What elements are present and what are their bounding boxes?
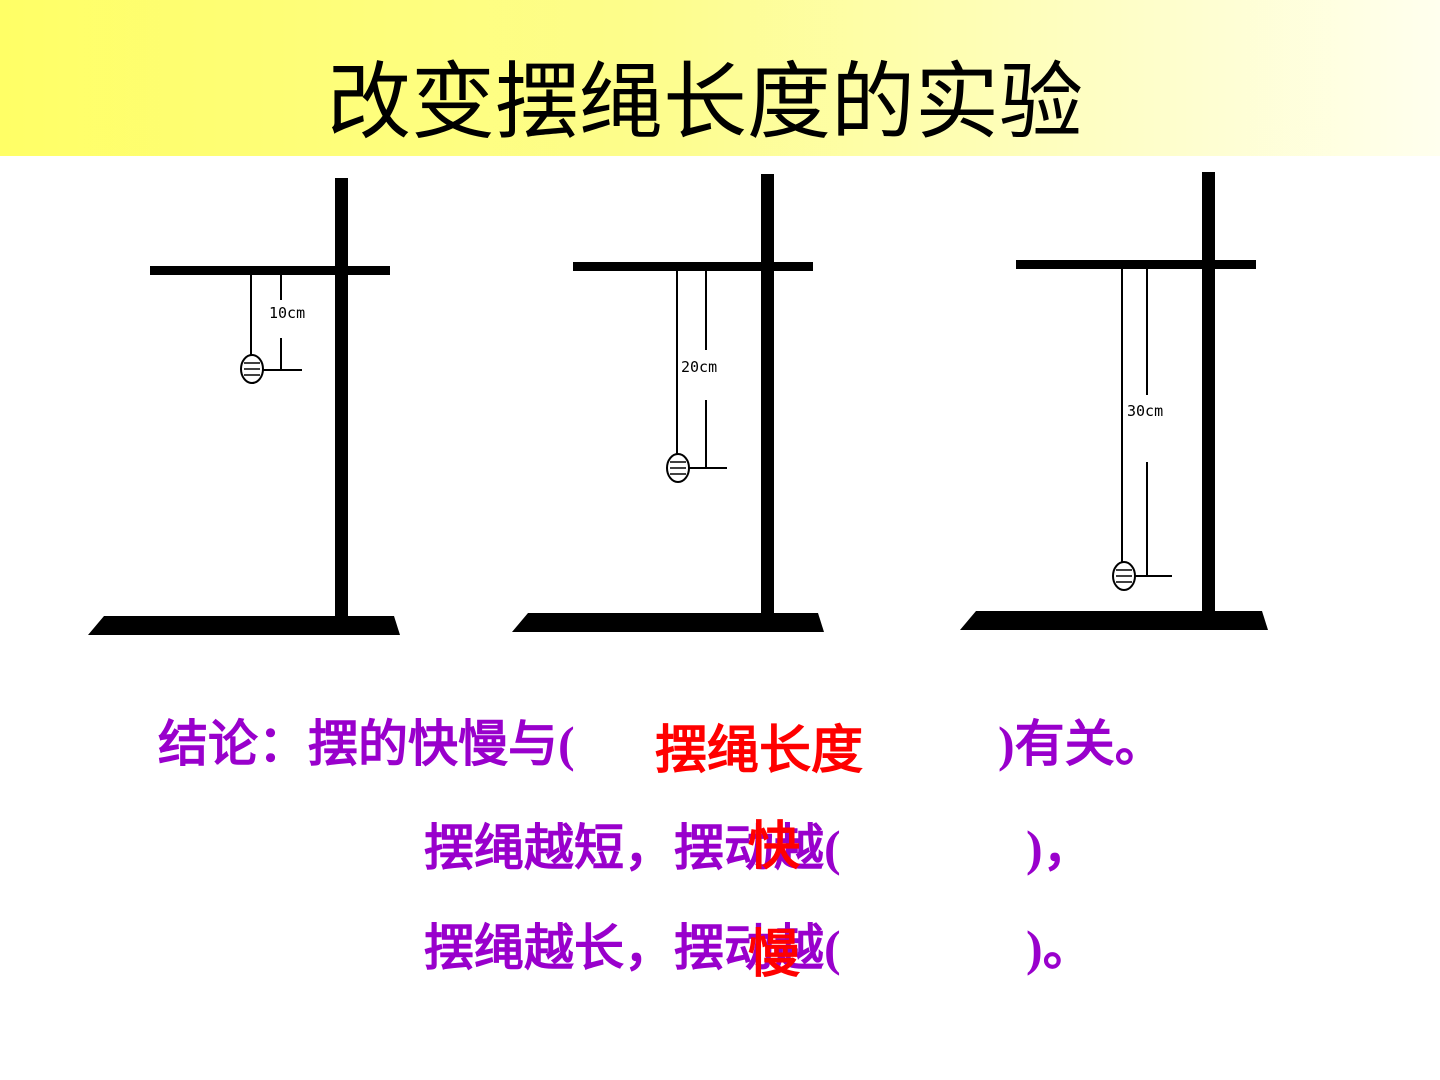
- conclusion-line-1-suffix: )有关。: [998, 714, 1165, 774]
- stand-arm: [1016, 260, 1256, 269]
- pendulum-bob: [1112, 561, 1136, 591]
- slide-title: 改变摆绳长度的实验: [326, 53, 1083, 151]
- stand-base: [960, 611, 1268, 630]
- stand-base: [512, 613, 824, 632]
- stand-base: [88, 616, 400, 635]
- pendulum-stands-diagram: 10cm 20cm 30cm: [88, 172, 1268, 635]
- stand-arm: [150, 266, 390, 275]
- conclusion-line-3: 摆绳越长，摆动越(: [424, 918, 841, 978]
- length-label: 30cm: [1127, 402, 1163, 420]
- stand-pole: [761, 174, 774, 626]
- line3-prefix: 摆绳越长，摆动越(: [424, 920, 841, 976]
- line2-prefix: 摆绳越短，摆动越(: [424, 820, 841, 876]
- conclusion-line-3-suffix: )。: [1026, 918, 1093, 978]
- stand-1: 10cm: [88, 178, 400, 635]
- stand-pole: [1202, 172, 1215, 624]
- line3-suffix: )。: [1026, 920, 1093, 976]
- pendulum-bob: [666, 453, 690, 483]
- stand-2: 20cm: [512, 174, 824, 632]
- answer-2: 快: [748, 819, 801, 876]
- pendulum-bob: [240, 354, 264, 384]
- length-label: 20cm: [681, 358, 717, 376]
- conclusion-suffix: )有关。: [998, 716, 1165, 772]
- conclusion-line-2: 摆绳越短，摆动越(: [424, 818, 841, 878]
- title-banner: [0, 0, 1440, 156]
- stand-3: 30cm: [960, 172, 1268, 630]
- stand-arm: [573, 262, 813, 271]
- stand-pole: [335, 178, 348, 628]
- conclusion-prefix: 结论：摆的快慢与(: [158, 716, 575, 772]
- answer-1: 摆绳长度: [655, 723, 864, 780]
- conclusion-line-1: 结论：摆的快慢与(: [158, 714, 575, 774]
- line2-suffix: )，: [1026, 820, 1093, 876]
- conclusion-line-2-suffix: )，: [1026, 818, 1093, 878]
- answer-3: 慢: [748, 927, 801, 984]
- length-label: 10cm: [269, 304, 305, 322]
